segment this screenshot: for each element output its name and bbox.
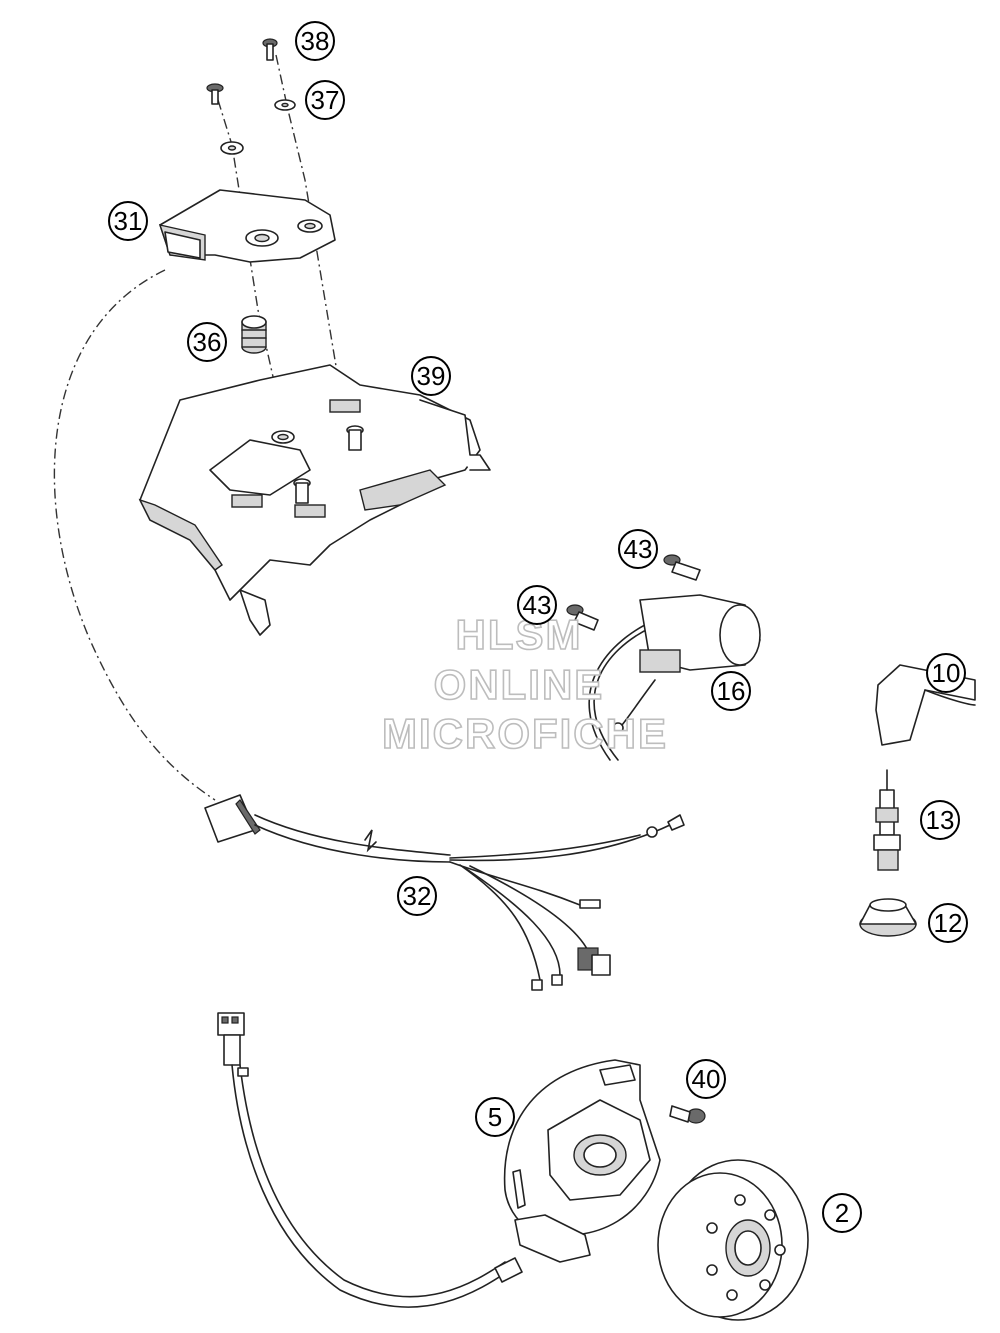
- svg-text:38: 38: [301, 26, 330, 56]
- callout-12: 12: [928, 903, 968, 943]
- washer-37: [274, 99, 296, 111]
- washer-left: [220, 141, 244, 155]
- spark-plug: [873, 769, 901, 871]
- callout-38: 38: [295, 21, 335, 61]
- svg-text:32: 32: [403, 881, 432, 911]
- screw-40: [669, 1105, 706, 1124]
- svg-text:31: 31: [114, 206, 143, 236]
- watermark-line-1: HLSM: [456, 611, 583, 658]
- bolt-43-upper: [663, 554, 701, 581]
- callout-43-upper: 43: [618, 529, 658, 569]
- mounting-bracket: [138, 364, 491, 636]
- svg-text:13: 13: [926, 805, 955, 835]
- screw-38: [262, 38, 278, 61]
- spark-plug-boot: [859, 898, 917, 937]
- callout-5: 5: [475, 1097, 515, 1137]
- callout-43-lower: 43: [517, 585, 557, 625]
- flywheel-rotor: [657, 1159, 809, 1321]
- svg-text:2: 2: [835, 1198, 849, 1228]
- rubber-bushing: [241, 315, 267, 354]
- callout-2: 2: [822, 1193, 862, 1233]
- bolt-43-lower: [566, 604, 599, 631]
- callout-39: 39: [411, 356, 451, 396]
- svg-text:43: 43: [624, 534, 653, 564]
- ignition-coil: [588, 594, 761, 761]
- screw-left: [206, 83, 224, 105]
- callout-16: 16: [711, 671, 751, 711]
- svg-text:10: 10: [932, 658, 961, 688]
- svg-text:37: 37: [311, 85, 340, 115]
- watermark-line-3: MICROFICHE: [382, 710, 668, 757]
- watermark: HLSM ONLINE MICROFICHE: [381, 610, 668, 758]
- svg-text:16: 16: [717, 676, 746, 706]
- callout-31: 31: [108, 201, 148, 241]
- watermark-line-2: ONLINE: [434, 661, 605, 708]
- assembly-guide-lines: [53, 54, 346, 801]
- callout-40: 40: [686, 1059, 726, 1099]
- callout-37: 37: [305, 80, 345, 120]
- callout-36: 36: [187, 322, 227, 362]
- svg-text:36: 36: [193, 327, 222, 357]
- cdi-unit: [158, 189, 336, 263]
- svg-text:12: 12: [934, 908, 963, 938]
- svg-text:43: 43: [523, 590, 552, 620]
- svg-text:5: 5: [488, 1102, 502, 1132]
- callout-13: 13: [920, 800, 960, 840]
- callout-10: 10: [926, 653, 966, 693]
- stator-plate: [503, 1059, 661, 1263]
- stator-cable: [217, 1012, 523, 1308]
- svg-text:40: 40: [692, 1064, 721, 1094]
- callout-32: 32: [397, 876, 437, 916]
- svg-text:39: 39: [417, 361, 446, 391]
- wiring-harness: [204, 794, 685, 991]
